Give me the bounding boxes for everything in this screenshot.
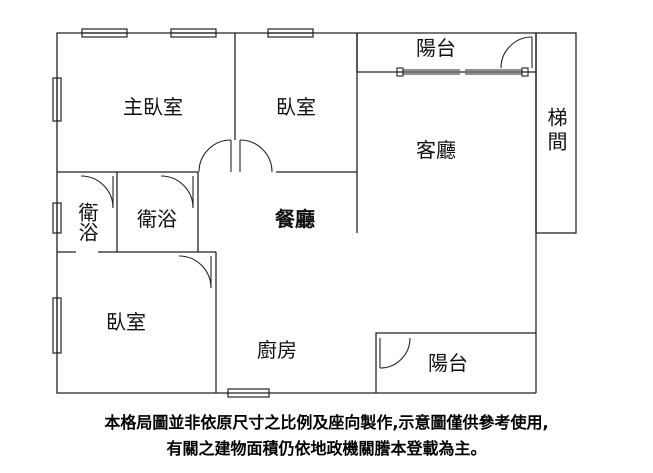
windows xyxy=(52,28,314,398)
label-living-room: 客廳 xyxy=(416,138,456,162)
label-bedroom-north: 臥室 xyxy=(276,95,316,119)
interior-walls xyxy=(57,33,536,393)
label-balcony-south: 陽台 xyxy=(428,351,468,375)
disclaimer-line-1: 本格局圖並非依原尺寸之比例及座向製作,示意圖僅供參考使用, xyxy=(104,413,549,432)
floor-plan: 主臥室 臥室 陽台 客廳 梯間 衛浴 衛浴 餐廳 臥室 廚房 陽台 xyxy=(52,28,577,398)
balcony-south-outline xyxy=(375,332,536,393)
label-master-bedroom: 主臥室 xyxy=(123,95,183,119)
doors xyxy=(80,36,533,369)
label-dining-room: 餐廳 xyxy=(275,207,315,231)
sliding-door-balcony xyxy=(396,67,529,77)
disclaimer-line-2: 有關之建物面積仍依地政機關謄本登載為主。 xyxy=(166,439,487,458)
label-balcony-north: 陽台 xyxy=(416,36,456,60)
label-bath: 衛浴 xyxy=(137,207,177,231)
stairwell-outline xyxy=(535,32,577,234)
room-labels: 主臥室 臥室 陽台 客廳 梯間 衛浴 衛浴 餐廳 臥室 廚房 陽台 xyxy=(75,36,568,375)
label-bath-small: 衛浴 xyxy=(75,202,99,242)
label-kitchen: 廚房 xyxy=(257,338,297,362)
label-stairwell: 梯間 xyxy=(544,107,568,155)
label-bedroom-south: 臥室 xyxy=(106,310,146,334)
outer-walls xyxy=(56,32,577,394)
